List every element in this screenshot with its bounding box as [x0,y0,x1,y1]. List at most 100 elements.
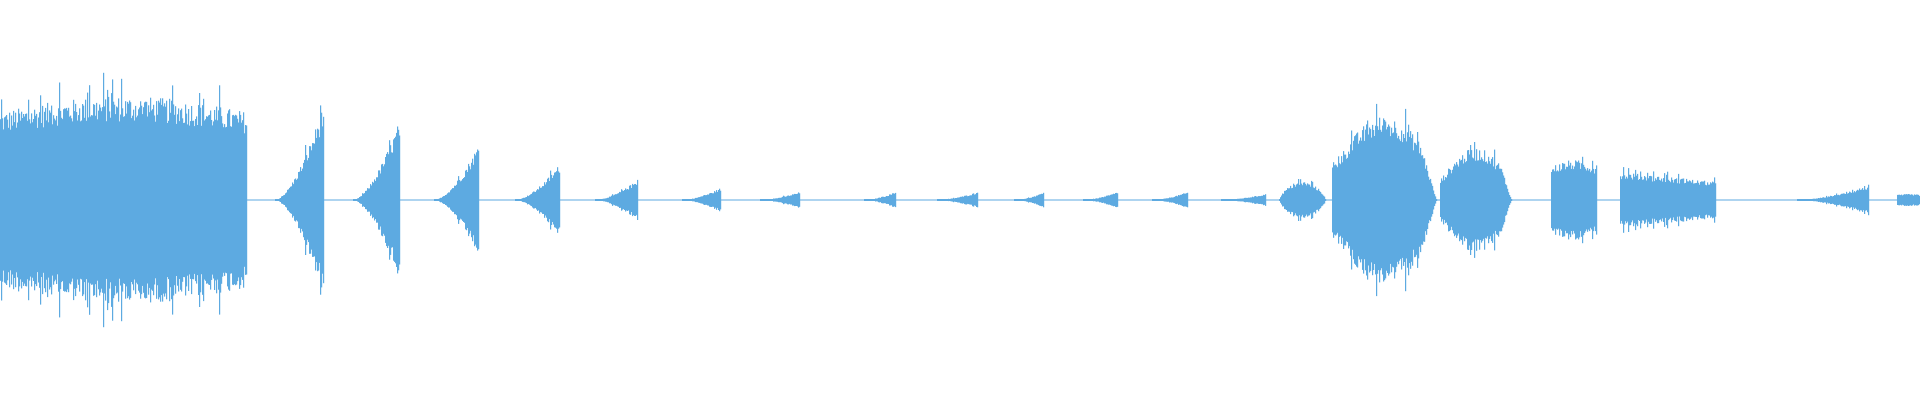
waveform-sample [1293,183,1295,217]
waveform-sample [275,199,277,201]
waveform-sample [176,123,178,277]
waveform-sample [223,127,225,273]
waveform-sample [380,173,382,227]
waveform-sample [883,196,885,204]
waveform-sample [968,196,970,205]
waveform-sample [1288,188,1290,212]
waveform-sample [1836,193,1838,207]
waveform-sample [24,116,26,284]
waveform-sample [161,104,163,296]
waveform-sample [1028,197,1030,203]
waveform-sample [462,179,464,221]
waveform-sample [1449,169,1451,231]
waveform-sample [33,119,35,281]
waveform-sample [1630,174,1632,226]
waveform-sample [169,98,171,302]
waveform-sample [60,110,62,290]
waveform-sample [1652,181,1654,219]
waveform-sample [1898,194,1900,206]
waveform-sample [1369,127,1371,273]
waveform-sample [1715,183,1717,217]
waveform-sample [42,105,44,295]
waveform-sample [1175,196,1177,204]
waveform-sample [884,197,886,204]
waveform-sample [605,198,607,202]
waveform-sample [62,119,64,281]
waveform-sample [1577,162,1579,238]
waveform-sample [472,158,474,242]
waveform-sample [13,110,15,290]
waveform-sample [1360,137,1362,263]
waveform-sample [238,122,240,278]
waveform-sample [1101,197,1103,203]
waveform-sample [697,197,699,203]
waveform-sample [1379,117,1381,283]
waveform-sample [879,197,881,203]
waveform-sample [796,194,798,206]
waveform-sample [320,105,322,295]
waveform-sample [164,103,166,297]
waveform-sample [1644,176,1646,224]
waveform-sample [785,196,787,204]
waveform-sample [1622,176,1624,224]
waveform-sample [1480,159,1482,241]
waveform-sample [612,194,614,206]
waveform-sample [37,127,39,273]
waveform-sample [1584,166,1586,233]
waveform-sample [147,116,149,284]
waveform-sample [1174,196,1176,204]
waveform-sample [299,171,301,229]
waveform-sample [296,179,298,221]
waveform-sample [1625,178,1627,222]
waveform-sample [1165,198,1167,202]
waveform-sample [160,98,162,302]
waveform-sample [1314,188,1316,212]
waveform-sample [35,115,37,285]
waveform-sample [1596,165,1598,235]
waveform-sample [478,150,480,250]
waveform-sample [461,180,463,220]
waveform-sample [276,199,278,201]
waveform-sample [1381,131,1383,269]
waveform-sample [632,183,634,217]
waveform-sample [1671,177,1673,223]
waveform-sample [195,119,197,282]
waveform-sample [1414,142,1416,258]
waveform-sample [1343,151,1345,249]
waveform-sample [953,197,955,203]
waveform-sample [714,191,716,209]
waveform-sample [1699,184,1701,216]
waveform-sample [619,191,621,208]
waveform-sample [1686,178,1688,222]
waveform-sample [1850,192,1852,208]
waveform-sample [1316,190,1318,210]
waveform-sample [1263,194,1265,206]
waveform-sample [1912,194,1914,206]
waveform-sample [165,106,167,294]
waveform-sample [218,110,220,290]
waveform-sample [515,199,517,201]
waveform-sample [1022,199,1024,201]
waveform-sample [463,178,465,222]
waveform-sample [1594,173,1596,227]
waveform-sample [1576,161,1578,239]
waveform-sample [1354,136,1356,264]
waveform-sample [442,196,444,204]
waveform-sample [1097,198,1099,202]
waveform-sample [601,199,603,201]
waveform-sample [1303,182,1305,218]
waveform-sample [1384,120,1386,281]
waveform-sample [525,197,527,203]
waveform-sample [531,193,533,207]
waveform-sample [967,196,969,204]
waveform-sample [1835,195,1837,205]
waveform-sample [282,196,284,204]
waveform-sample [942,199,944,201]
waveform-sample [712,193,714,207]
waveform-sample [233,114,235,286]
waveform-sample [8,127,10,273]
waveform-sample [1849,191,1851,209]
waveform-sample [635,184,637,216]
waveform-sample [1252,196,1254,204]
waveform-sample [543,186,545,214]
